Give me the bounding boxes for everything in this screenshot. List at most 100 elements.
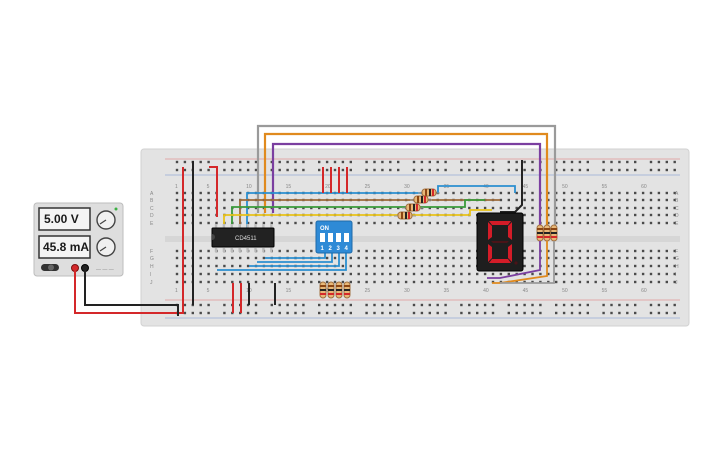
breadboard-hole[interactable] (341, 264, 345, 268)
breadboard-hole[interactable] (547, 256, 550, 260)
breadboard-hole[interactable] (270, 311, 273, 315)
breadboard-hole[interactable] (175, 160, 179, 164)
breadboard-hole[interactable] (318, 206, 321, 210)
breadboard-hole[interactable] (665, 206, 668, 210)
breadboard-hole[interactable] (444, 168, 447, 172)
breadboard-hole[interactable] (657, 256, 661, 260)
breadboard-hole[interactable] (476, 160, 479, 164)
breadboard-hole[interactable] (555, 280, 558, 284)
breadboard-hole[interactable] (286, 311, 289, 315)
breadboard-hole[interactable] (570, 206, 574, 210)
breadboard-hole[interactable] (594, 249, 597, 253)
breadboard-hole[interactable] (657, 221, 661, 225)
breadboard-hole[interactable] (420, 311, 424, 315)
breadboard-hole[interactable] (586, 213, 589, 217)
breadboard-hole[interactable] (270, 272, 273, 276)
breadboard-hole[interactable] (239, 272, 242, 276)
breadboard-hole[interactable] (610, 198, 613, 202)
breadboard-hole[interactable] (523, 264, 526, 268)
breadboard-hole[interactable] (428, 311, 431, 315)
breadboard-hole[interactable] (397, 221, 400, 225)
breadboard-hole[interactable] (610, 249, 613, 253)
breadboard-hole[interactable] (302, 311, 305, 315)
breadboard-hole[interactable] (460, 191, 463, 195)
breadboard-hole[interactable] (531, 303, 534, 307)
breadboard-hole[interactable] (602, 213, 605, 217)
breadboard-hole[interactable] (278, 311, 281, 315)
breadboard-hole[interactable] (246, 280, 250, 284)
breadboard-hole[interactable] (404, 272, 408, 276)
breadboard-hole[interactable] (626, 168, 629, 172)
breadboard-hole[interactable] (610, 191, 613, 195)
wire-brown-seg-b[interactable] (239, 199, 420, 228)
breadboard-hole[interactable] (626, 303, 629, 307)
breadboard-hole[interactable] (294, 303, 297, 307)
breadboard-hole[interactable] (594, 264, 597, 268)
breadboard-hole[interactable] (254, 206, 258, 210)
breadboard-hole[interactable] (507, 198, 510, 202)
breadboard-hole[interactable] (365, 256, 368, 260)
breadboard-hole[interactable] (183, 213, 187, 217)
breadboard-hole[interactable] (215, 256, 218, 260)
breadboard-hole[interactable] (547, 272, 550, 276)
breadboard-hole[interactable] (333, 160, 337, 164)
breadboard-hole[interactable] (207, 280, 210, 284)
breadboard-hole[interactable] (460, 249, 463, 253)
breadboard-hole[interactable] (610, 272, 613, 276)
breadboard-hole[interactable] (468, 206, 471, 210)
breadboard-hole[interactable] (570, 272, 574, 276)
breadboard-hole[interactable] (586, 206, 589, 210)
breadboard-hole[interactable] (436, 206, 439, 210)
breadboard-hole[interactable] (570, 311, 574, 315)
breadboard-hole[interactable] (460, 256, 463, 260)
breadboard-hole[interactable] (412, 311, 416, 315)
breadboard-hole[interactable] (412, 221, 416, 225)
breadboard-hole[interactable] (491, 280, 495, 284)
wire-blue-dip-3[interactable] (249, 248, 340, 267)
breadboard-hole[interactable] (246, 206, 250, 210)
breadboard-hole[interactable] (254, 256, 258, 260)
breadboard-hole[interactable] (444, 206, 447, 210)
breadboard-hole[interactable] (594, 280, 597, 284)
breadboard-hole[interactable] (270, 280, 273, 284)
breadboard-hole[interactable] (578, 221, 582, 225)
breadboard-hole[interactable] (562, 198, 566, 202)
breadboard-hole[interactable] (389, 256, 392, 260)
breadboard-hole[interactable] (389, 168, 392, 172)
breadboard-hole[interactable] (412, 256, 416, 260)
breadboard-hole[interactable] (468, 160, 471, 164)
breadboard-hole[interactable] (325, 280, 329, 284)
breadboard-hole[interactable] (562, 191, 566, 195)
breadboard-hole[interactable] (381, 168, 384, 172)
breadboard-hole[interactable] (207, 191, 210, 195)
breadboard-hole[interactable] (618, 221, 621, 225)
breadboard-hole[interactable] (460, 168, 463, 172)
resistor-6[interactable] (543, 224, 551, 242)
breadboard-hole[interactable] (183, 206, 187, 210)
breadboard-hole[interactable] (365, 221, 368, 225)
breadboard-hole[interactable] (602, 191, 605, 195)
resistor-3[interactable] (402, 203, 424, 212)
breadboard-hole[interactable] (420, 264, 424, 268)
breadboard-hole[interactable] (665, 272, 668, 276)
breadboard-hole[interactable] (531, 311, 534, 315)
breadboard-hole[interactable] (444, 303, 447, 307)
breadboard-hole[interactable] (325, 272, 329, 276)
breadboard-hole[interactable] (278, 206, 281, 210)
breadboard-hole[interactable] (444, 280, 447, 284)
breadboard-hole[interactable] (468, 303, 471, 307)
breadboard-hole[interactable] (586, 168, 589, 172)
breadboard-hole[interactable] (602, 256, 605, 260)
resistor-4[interactable] (394, 211, 416, 220)
breadboard-hole[interactable] (231, 280, 234, 284)
breadboard-hole[interactable] (357, 206, 360, 210)
breadboard-hole[interactable] (499, 198, 503, 202)
breadboard-hole[interactable] (523, 160, 526, 164)
breadboard-hole[interactable] (452, 264, 455, 268)
breadboard-hole[interactable] (373, 221, 376, 225)
breadboard-hole[interactable] (586, 160, 589, 164)
breadboard-hole[interactable] (562, 160, 566, 164)
breadboard-hole[interactable] (523, 191, 526, 195)
breadboard-hole[interactable] (555, 311, 558, 315)
breadboard-hole[interactable] (246, 256, 250, 260)
